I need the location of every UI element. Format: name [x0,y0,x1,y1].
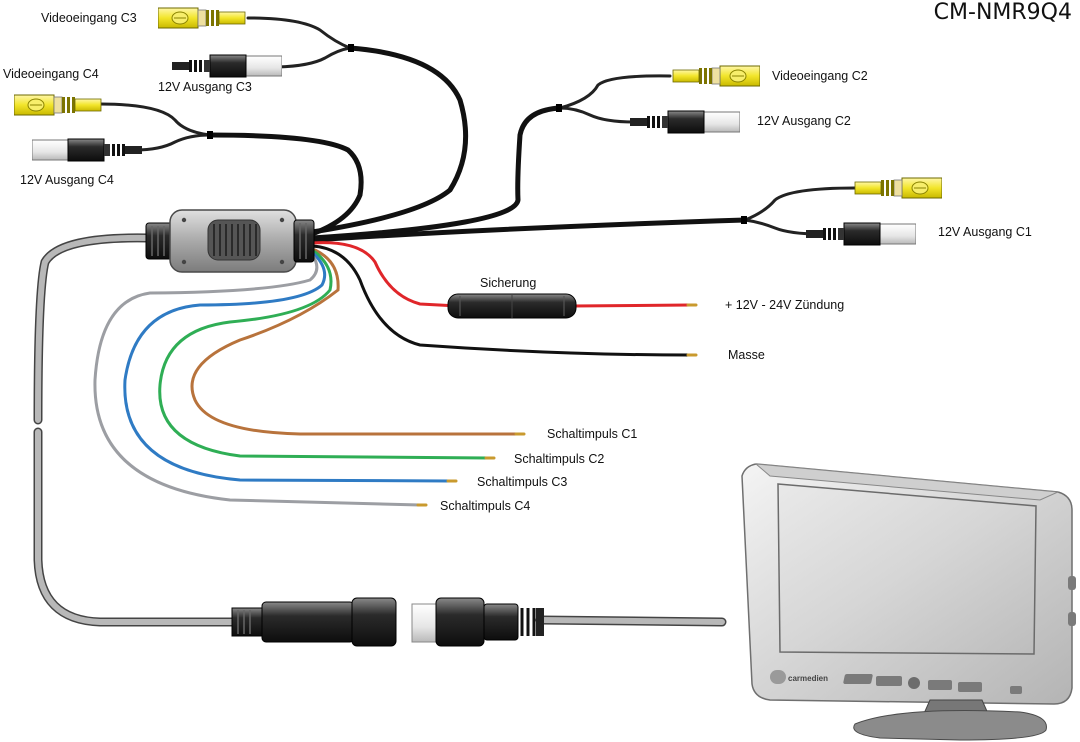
monitor-button-1 [843,674,873,684]
label-power-output-c4: 12V Ausgang C4 [20,173,114,187]
monitor-cable-connector-female [231,597,397,647]
monitor-button-4 [958,682,982,692]
monitor-button-3 [928,680,952,690]
monitor-cable-connector-male [411,597,544,647]
monitor: carmedien [741,463,1076,741]
label-ignition: + 12V - 24V Zündung [725,298,844,312]
video-input-c2-connector [672,65,760,87]
label-ground: Masse [728,348,765,362]
brand-label: carmedien [788,674,828,683]
video-input-c3-connector [158,7,246,29]
label-trigger-c4: Schaltimpuls C4 [440,499,530,513]
model-title: CM-NMR9Q4 [934,0,1072,25]
junction-box [145,209,315,273]
power-output-c4-connector [32,138,142,162]
label-trigger-c3: Schaltimpuls C3 [477,475,567,489]
monitor-screen [777,483,1037,655]
label-power-output-c1: 12V Ausgang C1 [938,225,1032,239]
video-input-c1-connector [854,177,942,199]
side-knob-bottom [1068,612,1076,626]
power-output-c1-connector [806,222,916,246]
video-input-c4-connector [14,94,102,116]
side-knob-top [1068,576,1076,590]
label-video-input-c4: Videoeingang C4 [3,67,99,81]
label-trigger-c2: Schaltimpuls C2 [514,452,604,466]
monitor-led [1010,686,1022,694]
label-power-output-c3: 12V Ausgang C3 [158,80,252,94]
label-fuse: Sicherung [480,276,536,290]
label-power-output-c2: 12V Ausgang C2 [757,114,851,128]
brand-logo-icon [770,670,786,684]
fuse-holder [447,293,577,319]
monitor-stand [853,710,1047,741]
label-video-input-c2: Videoeingang C2 [772,69,868,83]
power-output-c3-connector [172,54,282,78]
label-video-input-c3: Videoeingang C3 [41,11,137,25]
monitor-button-2 [876,676,902,686]
label-trigger-c1: Schaltimpuls C1 [547,427,637,441]
cable-bundle [33,16,857,627]
power-button-icon [908,677,920,689]
power-output-c2-connector [630,110,740,134]
